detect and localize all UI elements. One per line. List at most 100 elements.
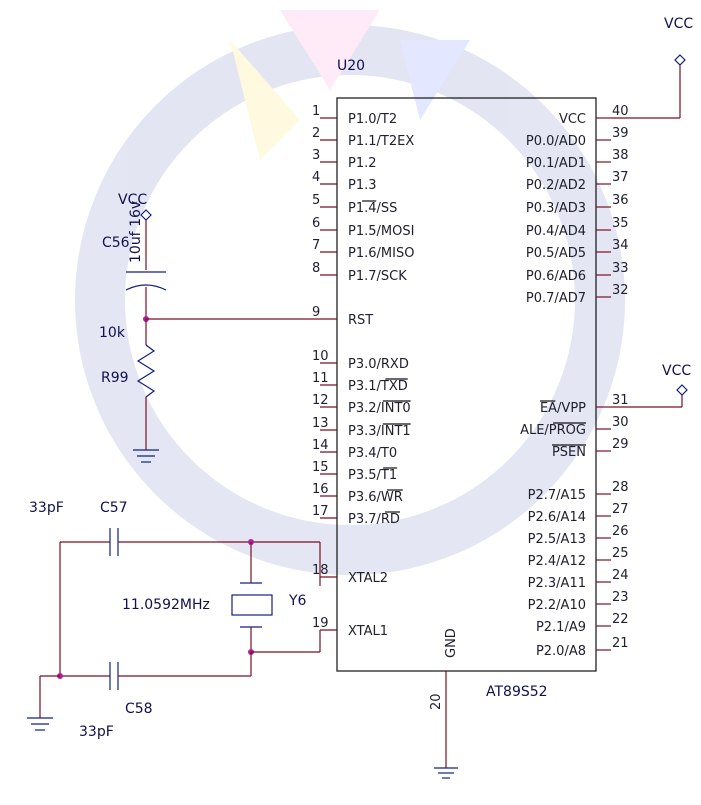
crystal-circuit: 33pF C57 11.0592MHz Y6 C58 33pF	[27, 500, 321, 740]
pin-number: 30	[612, 415, 629, 430]
vcc-reset-label: VCC	[118, 192, 147, 208]
pin-number: 4	[312, 170, 320, 185]
pin-name: P3.2/INT0	[348, 401, 411, 416]
gnd-pin: GND 20	[429, 628, 459, 779]
left-pin-2: 2P1.1/T2EX	[312, 126, 414, 149]
pin-number: 17	[312, 504, 329, 519]
left-pin-6: 6P1.5/MOSI	[312, 216, 414, 239]
pin-number: 1	[312, 104, 320, 119]
left-pin-5: 5P1.4/SS	[312, 193, 397, 216]
c56-label: C56	[102, 235, 130, 251]
pin-number: 35	[612, 216, 629, 231]
left-pin-group: 1P1.0/T22P1.1/T2EX3P1.24P1.35P1.4/SS6P1.…	[312, 104, 414, 639]
pin-name: P3.3/INT1	[348, 424, 411, 439]
c57-label: C57	[100, 500, 128, 516]
pin-name: P2.1/A9	[536, 620, 586, 635]
pin-name: P2.2/A10	[528, 598, 586, 613]
pin-name: P0.7/AD7	[526, 291, 586, 306]
pin-name: ALE/PROG	[520, 423, 586, 438]
pin-name: P0.0/AD0	[526, 134, 586, 149]
pin-number: 40	[612, 104, 629, 119]
pin-name: P1.7/SCK	[348, 269, 407, 284]
pin-number: 7	[312, 238, 320, 253]
pin-name: P0.1/AD1	[526, 156, 586, 171]
r99-label: R99	[101, 370, 129, 386]
vcc-symbol-top: VCC	[611, 16, 693, 119]
pin-name: P1.1/T2EX	[348, 134, 414, 149]
vcc-ea-label: VCC	[662, 363, 691, 379]
pin-name: P2.7/A15	[528, 488, 586, 503]
pin-name: PSEN	[552, 445, 586, 460]
pin-number: 6	[312, 216, 320, 231]
pin-number: 29	[612, 437, 629, 452]
pin-name: XTAL2	[348, 571, 388, 586]
pin-number: 27	[612, 502, 629, 517]
pin-number: 22	[612, 612, 629, 627]
pin-number: 26	[612, 524, 629, 539]
r99-value: 10k	[99, 325, 126, 341]
left-pin-4: 4P1.3	[312, 170, 377, 193]
left-pin-7: 7P1.6/MISO	[312, 238, 414, 261]
pin-name: P2.6/A14	[528, 510, 586, 525]
pin-number: 25	[612, 546, 629, 561]
pin-number: 10	[312, 349, 329, 364]
pin-name: P3.6/WR	[348, 490, 403, 505]
pin-number: 33	[612, 261, 629, 276]
pin-name: P1.2	[348, 156, 377, 171]
pin-name: XTAL1	[348, 624, 388, 639]
pin-number: 11	[312, 371, 329, 386]
pin-number: 16	[312, 482, 329, 497]
pin-number: 31	[612, 393, 629, 408]
pin-name: P3.4/T0	[348, 446, 397, 461]
pin-name: P1.6/MISO	[348, 246, 414, 261]
pin-name: P1.3	[348, 178, 377, 193]
gnd-pin-name: GND	[444, 628, 459, 658]
pin-name: P3.5/T1	[348, 468, 397, 483]
left-pin-8: 8P1.7/SCK	[312, 261, 407, 284]
pin-number: 3	[312, 148, 320, 163]
pin-number: 19	[312, 616, 329, 631]
pin-name: P1.0/T2	[348, 112, 397, 127]
left-pin-1: 1P1.0/T2	[312, 104, 397, 127]
pin-name: P2.3/A11	[528, 576, 586, 591]
pin-number: 12	[312, 393, 329, 408]
c56-value: 10uf 16v	[128, 201, 144, 263]
pin-name: VCC	[559, 112, 586, 127]
pin-name: P0.2/AD2	[526, 178, 586, 193]
vcc-symbol-ea: VCC	[611, 363, 691, 408]
pin-name: P3.1/TXD	[348, 379, 408, 394]
pin-number: 8	[312, 261, 320, 276]
right-pin-group: 40VCC39P0.0/AD038P0.1/AD137P0.2/AD236P0.…	[520, 104, 628, 659]
gnd-pin-number: 20	[429, 693, 444, 710]
pin-name: P0.3/AD3	[526, 201, 586, 216]
crystal-label: Y6	[288, 593, 307, 609]
pin-number: 24	[612, 568, 629, 583]
pin-name: P3.0/RXD	[348, 357, 409, 372]
pin-name: P0.4/AD4	[526, 224, 586, 239]
pin-number: 37	[612, 170, 629, 185]
c57-value: 33pF	[29, 500, 64, 516]
pin-number: 21	[612, 636, 629, 651]
pin-name: P1.4/SS	[348, 201, 397, 216]
